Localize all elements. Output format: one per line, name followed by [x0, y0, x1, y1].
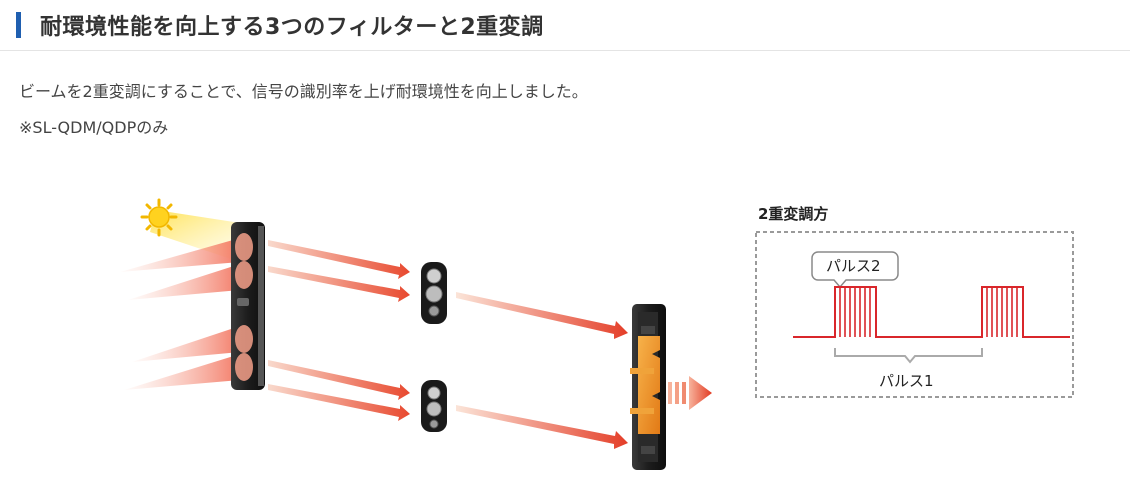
- ambient-light-cones: [120, 238, 240, 390]
- transmitter-icon: [231, 222, 265, 390]
- emitted-beams: [268, 240, 410, 421]
- output-arrow-icon: [668, 376, 712, 410]
- section-heading: 耐環境性能を向上する3つのフィルターと2重変調: [16, 8, 544, 42]
- filter-diagram: 2重変調方 パルス2 パルス1: [120, 198, 1074, 470]
- lens-icon-lower: [421, 380, 447, 432]
- page-title: 耐環境性能を向上する3つのフィルターと2重変調: [40, 15, 544, 40]
- sun-icon: [140, 198, 178, 237]
- modulated-signal: [793, 286, 1070, 338]
- pulse2-callout: パルス2: [811, 251, 899, 289]
- filtered-beams: [456, 292, 628, 449]
- pulse2-label: パルス2: [826, 257, 881, 275]
- lens-icon: [421, 262, 447, 324]
- modulation-title: 2重変調方: [758, 205, 828, 223]
- modulation-panel: [755, 231, 1074, 398]
- receiver-icon: [630, 304, 666, 470]
- lead-text: ビームを2重変調にすることで、信号の識別率を上げ耐環境性を向上しました。: [19, 82, 588, 101]
- pulse1-bracket: [834, 348, 983, 364]
- heading-accent-bar: [16, 12, 21, 38]
- pulse1-label: パルス1: [879, 372, 934, 390]
- heading-divider: [0, 50, 1130, 51]
- model-note: ※SL-QDM/QDPのみ: [19, 118, 169, 137]
